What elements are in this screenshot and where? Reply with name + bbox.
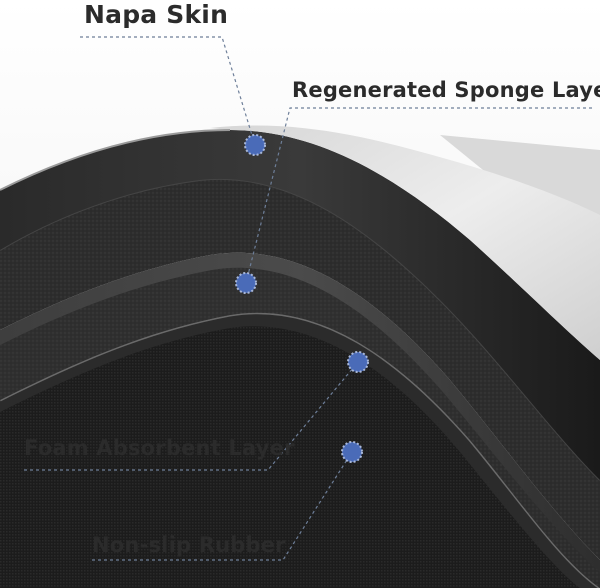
callout-dot-sponge [235,272,257,294]
callout-dot-napa [244,134,266,156]
callout-dot-foam [347,351,369,373]
callout-dot-rubber [341,441,363,463]
callout-dots [235,134,369,463]
label-non-slip-rubber: Non-slip Rubber [92,533,286,557]
label-foam-absorbent: Foam Absorbent Layer [24,436,295,460]
label-napa-skin: Napa Skin [84,0,229,29]
label-regenerated-sponge: Regenerated Sponge Layer [292,78,600,102]
